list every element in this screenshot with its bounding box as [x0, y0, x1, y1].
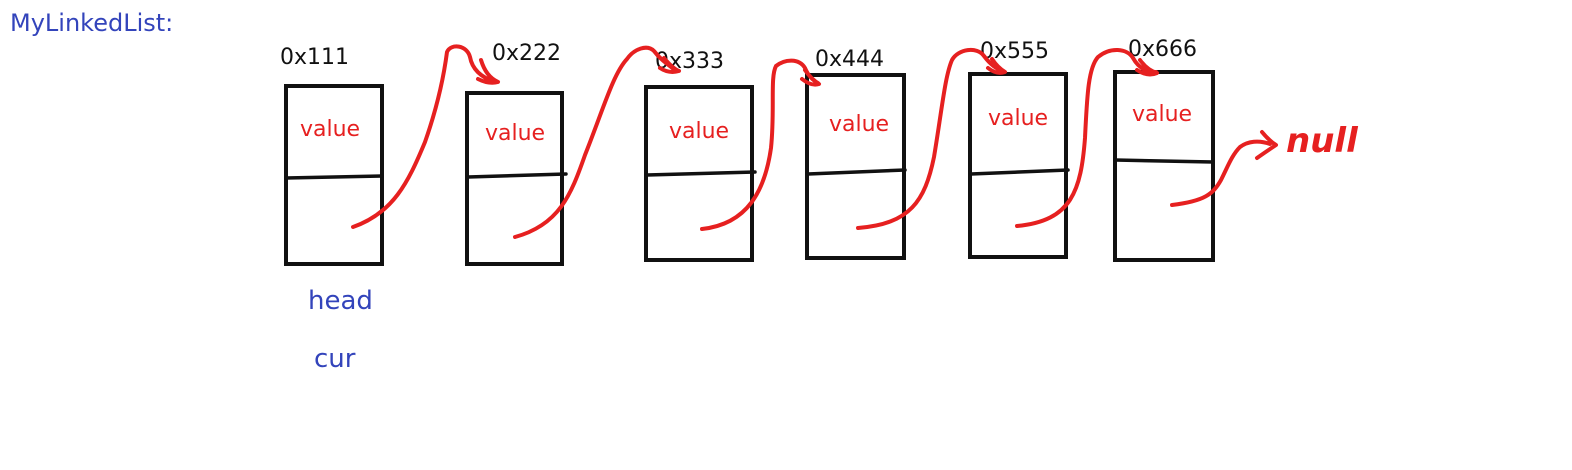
node-value-5: value: [1132, 102, 1192, 127]
next-links: [351, 44, 1278, 239]
head-pointer-label: head: [308, 286, 373, 316]
node-address-4: 0x555: [980, 39, 1049, 64]
node-box-4: [968, 72, 1068, 259]
node-box-3: [805, 73, 906, 260]
node-box-5: [1113, 70, 1215, 262]
node-divider-5: [1113, 158, 1215, 164]
node-value-3: value: [829, 112, 889, 137]
node-box-1: [465, 91, 564, 266]
next-link-4: [1015, 48, 1159, 228]
node-value-4: value: [988, 106, 1048, 131]
node-4: 0x555 value: [968, 39, 1070, 259]
node-divider-1: [466, 172, 568, 179]
node-divider-3: [806, 168, 907, 176]
node-value-0: value: [300, 117, 360, 142]
node-value-2: value: [669, 119, 729, 144]
node-address-0: 0x111: [280, 45, 349, 70]
next-link-1: [513, 45, 681, 239]
node-value-1: value: [485, 121, 545, 146]
diagram-title: MyLinkedList:: [10, 9, 173, 37]
next-link-3: [856, 47, 1007, 230]
node-0: 0x111 value: [280, 45, 384, 266]
node-3: 0x444 value: [805, 47, 907, 260]
node-address-3: 0x444: [815, 47, 884, 72]
node-address-5: 0x666: [1128, 37, 1197, 62]
next-link-0: [351, 44, 500, 229]
node-divider-2: [645, 170, 757, 177]
node-1: 0x222 value: [465, 41, 568, 266]
null-label: null: [1286, 121, 1359, 161]
next-link-null: [1170, 130, 1278, 207]
cur-pointer-label: cur: [314, 344, 356, 374]
next-link-2: [700, 58, 821, 231]
node-address-1: 0x222: [492, 41, 561, 66]
node-5: 0x666 value: [1113, 37, 1215, 262]
node-divider-4: [969, 168, 1070, 176]
node-divider-0: [284, 174, 384, 180]
